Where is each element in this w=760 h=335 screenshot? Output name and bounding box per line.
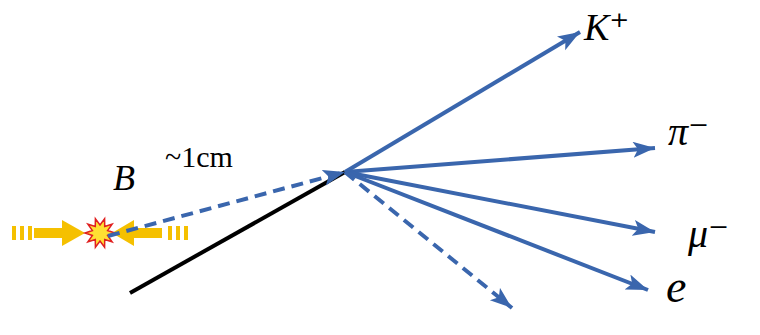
distance-label: ~1cm <box>165 142 233 172</box>
collision-star <box>85 219 115 248</box>
muon-track <box>345 172 655 232</box>
electron-track <box>345 172 648 290</box>
kaon-track <box>345 32 580 172</box>
neutrino-track <box>345 172 512 308</box>
particle-label: μ⁻ <box>688 214 729 254</box>
particle-label: e <box>666 264 686 310</box>
particle-label: π⁻ <box>668 112 709 152</box>
pion-track <box>345 148 655 172</box>
beam-arrow <box>12 220 85 246</box>
particle-label: B <box>113 160 135 196</box>
b-flight-path <box>108 172 345 236</box>
particle-label: K⁺ <box>584 8 629 46</box>
track-line <box>130 172 345 293</box>
